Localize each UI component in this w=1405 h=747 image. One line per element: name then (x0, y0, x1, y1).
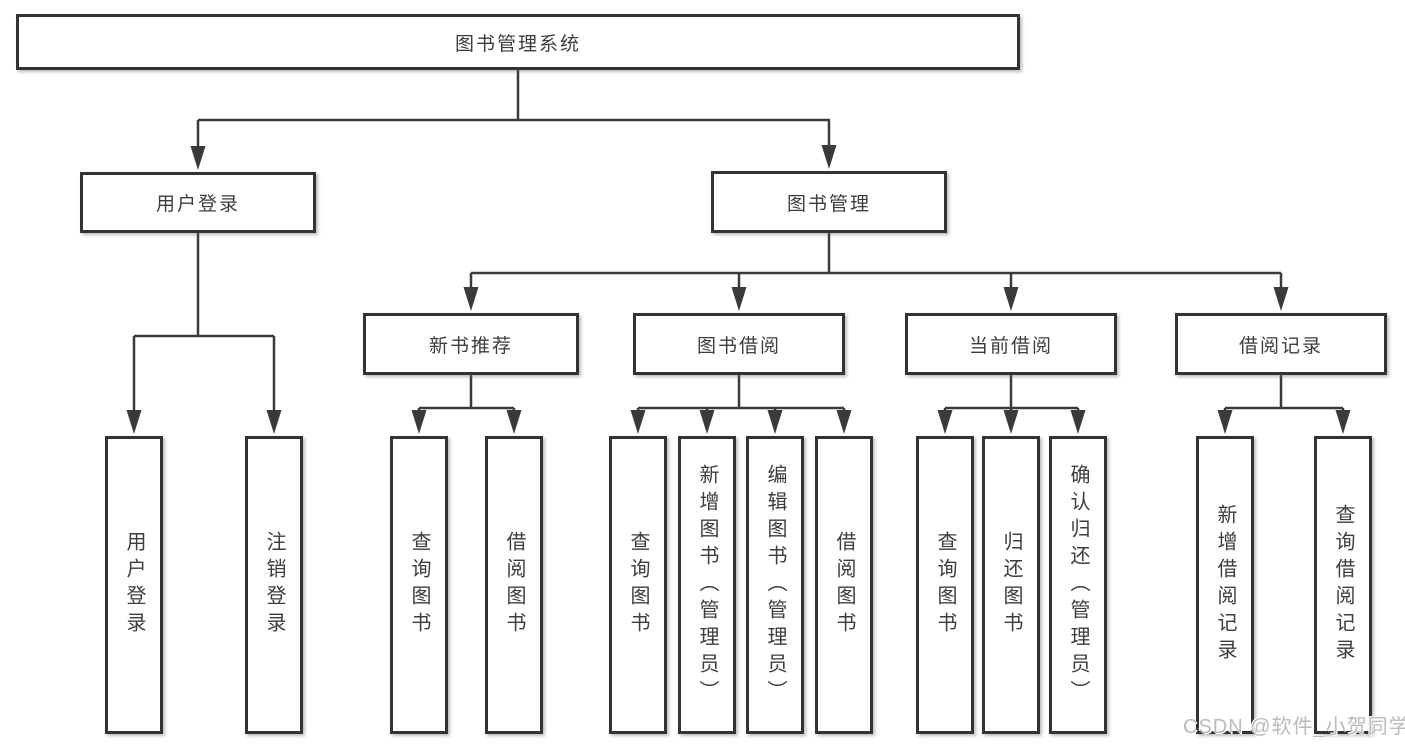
node-label: 借阅记录 (1238, 335, 1323, 357)
leaf-query-book-borrow: 查询图书 (609, 436, 667, 734)
leaf-label: 查询图书 (408, 531, 430, 639)
node-label: 新书推荐 (428, 335, 513, 357)
leaf-query-book-current: 查询图书 (916, 436, 974, 734)
leaf-user-login: 用户登录 (105, 436, 163, 734)
leaf-label: 用户登录 (123, 531, 145, 639)
leaf-label: 编辑图书（管理员） (764, 463, 786, 707)
node-new-book-recommendation: 新书推荐 (363, 313, 579, 375)
node-label: 当前借阅 (968, 335, 1053, 357)
leaf-logout: 注销登录 (245, 436, 303, 734)
leaf-return-book: 归还图书 (982, 436, 1040, 734)
leaf-confirm-return-admin: 确认归还（管理员） (1049, 436, 1107, 734)
leaf-label: 归还图书 (1000, 531, 1022, 639)
node-label: 用户登录 (155, 194, 240, 215)
connector-paths (132, 70, 1345, 416)
node-book-management: 图书管理 (711, 171, 947, 233)
node-library-management-system: 图书管理系统 (16, 14, 1020, 70)
node-current-borrow: 当前借阅 (905, 313, 1117, 375)
node-user-login: 用户登录 (80, 172, 316, 233)
node-label: 图书管理 (786, 193, 871, 215)
leaf-borrow-book-recommend: 借阅图书 (485, 436, 543, 734)
leaf-edit-book-admin: 编辑图书（管理员） (746, 436, 804, 734)
leaf-label: 借阅图书 (503, 531, 525, 639)
leaf-label: 查询图书 (627, 531, 649, 639)
node-label: 图书管理系统 (454, 33, 581, 55)
leaf-label: 查询借阅记录 (1332, 504, 1354, 666)
leaf-add-borrow-record: 新增借阅记录 (1196, 436, 1254, 734)
leaf-query-book-recommend: 查询图书 (390, 436, 448, 734)
node-book-borrow: 图书借阅 (633, 313, 845, 375)
csdn-watermark: CSDN @软件_小贺同学 (1183, 716, 1405, 738)
leaf-label: 新增借阅记录 (1214, 504, 1236, 666)
leaf-label: 注销登录 (263, 531, 285, 639)
leaf-borrow-book: 借阅图书 (815, 436, 873, 734)
leaf-add-book-admin: 新增图书（管理员） (678, 436, 736, 734)
leaf-label: 查询图书 (934, 531, 956, 639)
arrow-down-icons (126, 145, 1351, 434)
leaf-label: 新增图书（管理员） (696, 463, 718, 707)
leaf-label: 借阅图书 (833, 531, 855, 639)
leaf-label: 确认归还（管理员） (1067, 463, 1089, 707)
node-borrow-records: 借阅记录 (1175, 313, 1387, 375)
node-label: 图书借阅 (696, 335, 781, 357)
leaf-query-borrow-record: 查询借阅记录 (1314, 436, 1372, 734)
